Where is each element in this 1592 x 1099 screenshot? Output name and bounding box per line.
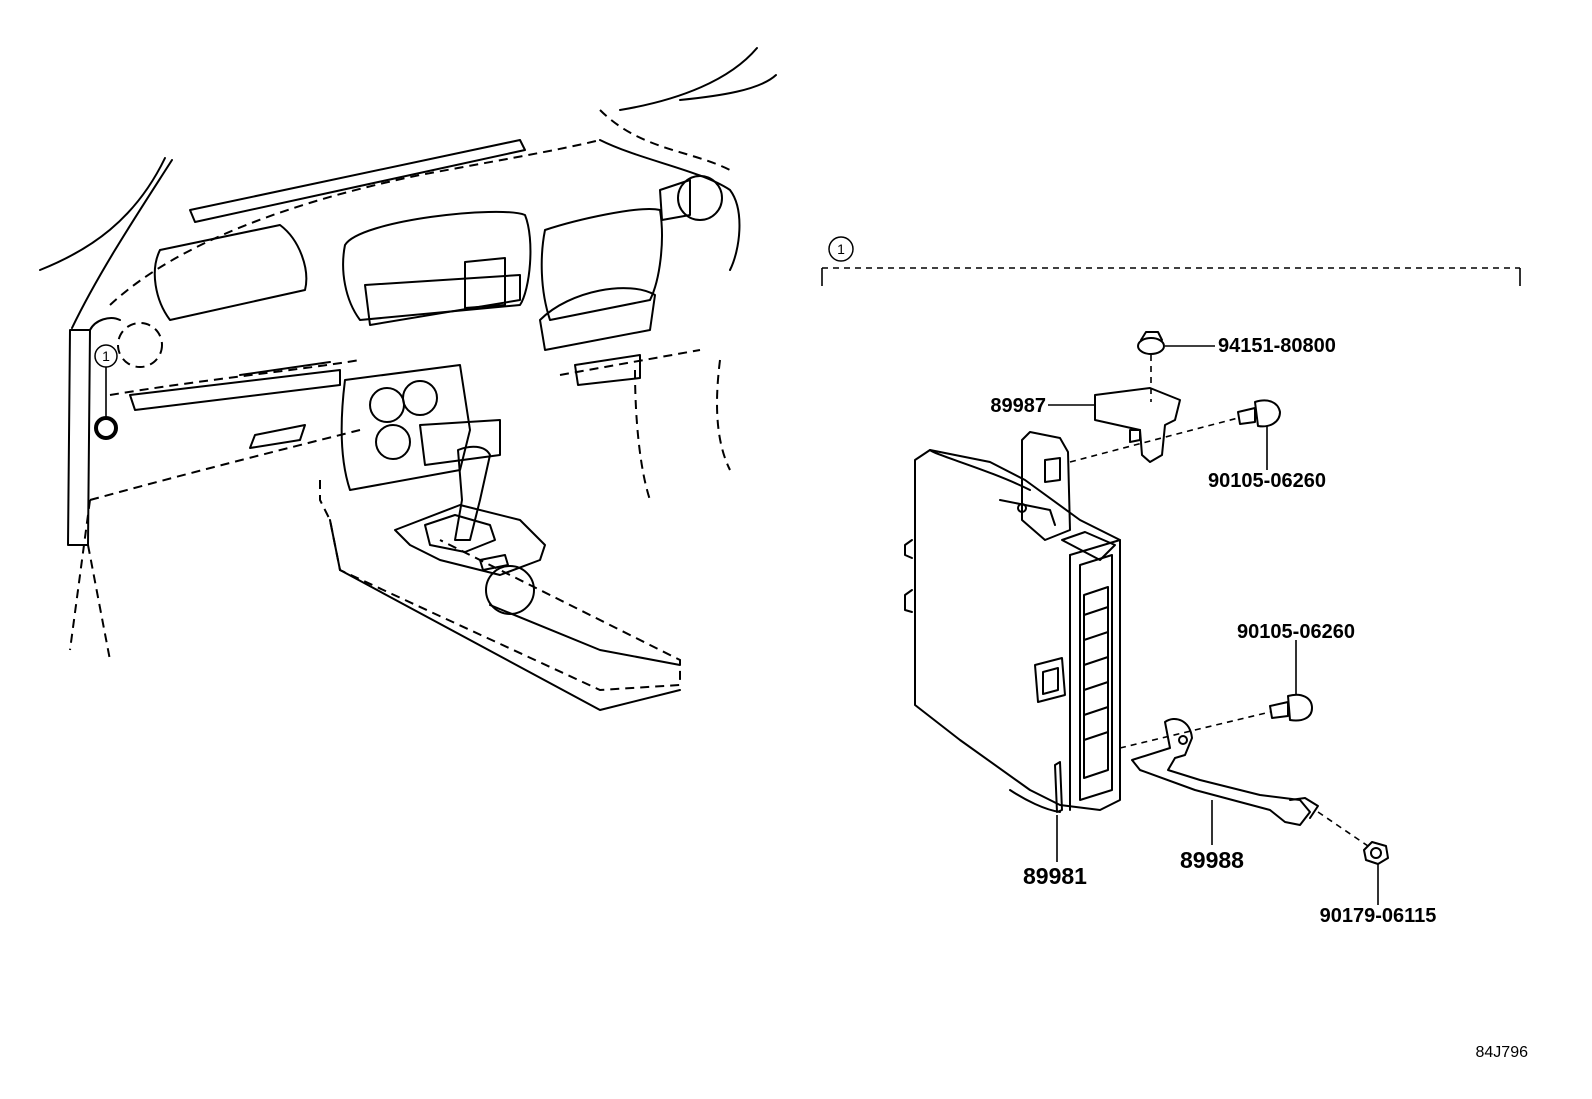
screw-lower bbox=[1269, 693, 1313, 722]
nut bbox=[1363, 841, 1389, 865]
screw-upper bbox=[1237, 399, 1281, 428]
diagram-code: 84J796 bbox=[1476, 1044, 1529, 1061]
part-label-90105-06260-upper: 90105-06260 bbox=[1208, 470, 1326, 492]
part-label-89988: 89988 bbox=[1180, 847, 1244, 873]
ecu-module bbox=[904, 431, 1121, 813]
part-label-89987: 89987 bbox=[990, 395, 1046, 417]
location-callout-number: 1 bbox=[102, 348, 110, 364]
flange-bolt bbox=[1137, 331, 1165, 355]
location-callout: 1 bbox=[94, 344, 118, 440]
part-label-90179-06115: 90179-06115 bbox=[1320, 905, 1437, 927]
part-label-90105-06260-lower: 90105-06260 bbox=[1237, 621, 1355, 643]
part-label-89981: 89981 bbox=[1023, 863, 1087, 889]
upper-bracket bbox=[1094, 387, 1181, 463]
dashboard-illustration bbox=[39, 47, 777, 711]
lower-bracket bbox=[1131, 718, 1319, 826]
group-bracket: 1 bbox=[821, 236, 1521, 286]
group-callout-number: 1 bbox=[837, 241, 845, 257]
part-label-94151-80800: 94151-80800 bbox=[1218, 335, 1336, 357]
